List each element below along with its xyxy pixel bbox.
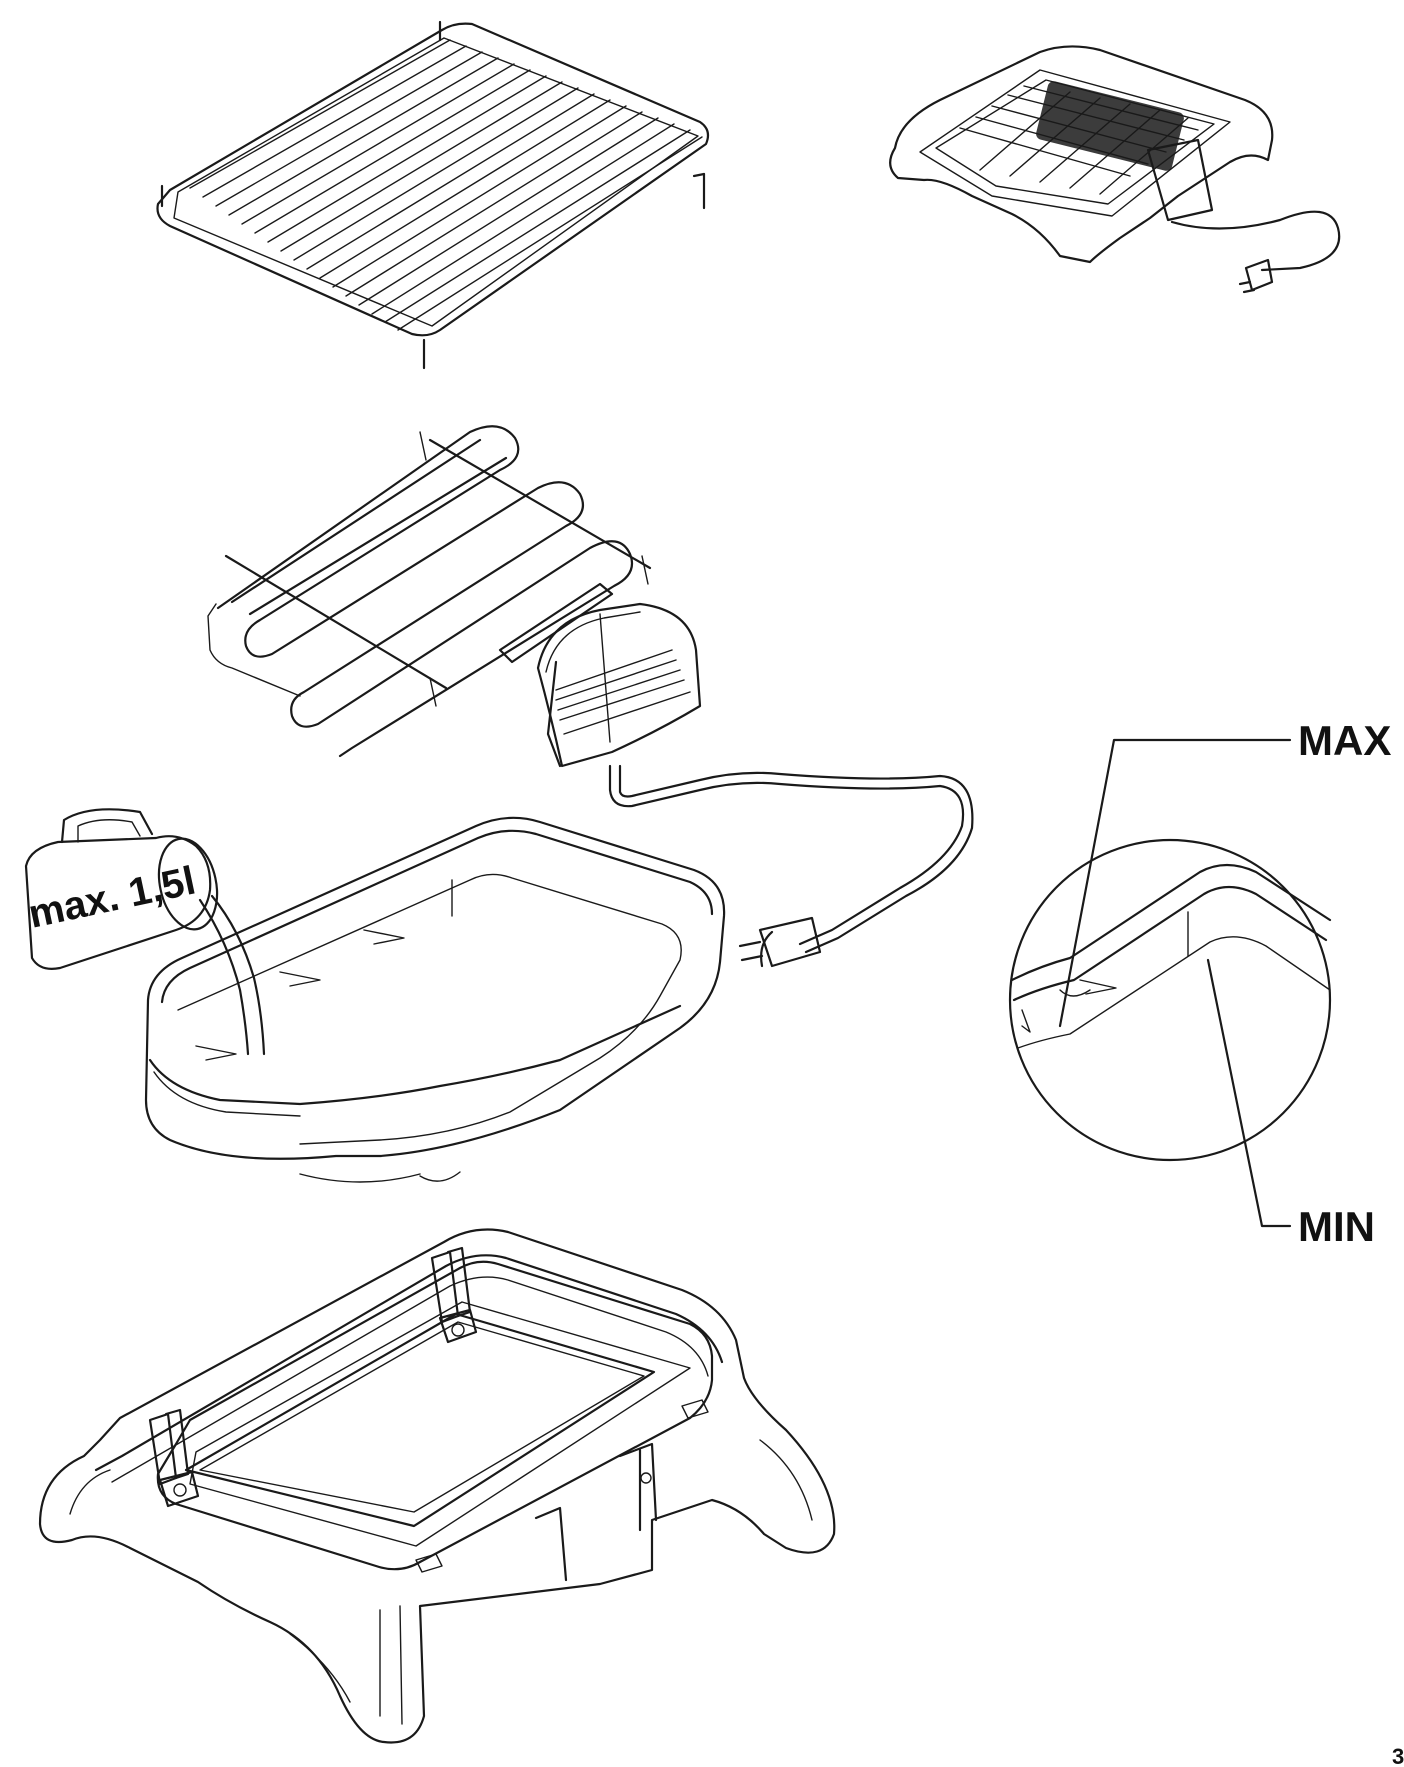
assembled-grill <box>889 45 1341 294</box>
jug-capacity-label: max. 1,5l <box>25 859 199 937</box>
measuring-jug: max. 1,5l <box>25 808 266 1056</box>
water-reservoir <box>144 816 726 1183</box>
page-number: 3 <box>1392 1744 1404 1767</box>
power-plug <box>608 764 974 968</box>
grill-rack <box>156 20 710 370</box>
control-unit <box>536 602 702 768</box>
base-frame <box>38 1228 836 1744</box>
min-label: MIN <box>1298 1203 1375 1250</box>
heating-element <box>207 425 652 758</box>
fill-level-detail: MAX MIN <box>1008 717 1391 1250</box>
max-label: MAX <box>1298 717 1391 764</box>
